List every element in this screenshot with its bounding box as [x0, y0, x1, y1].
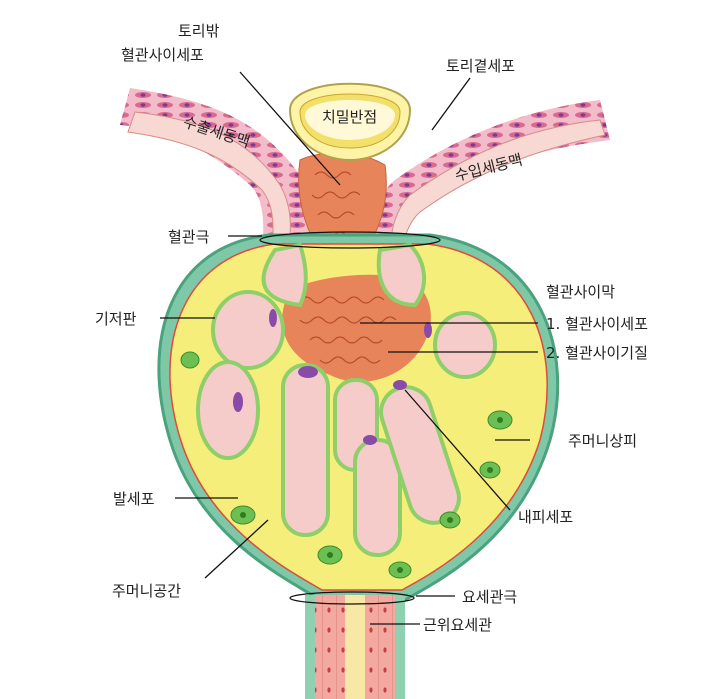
capsule-epithelium-label: 주머니상피 — [568, 432, 637, 450]
basement-membrane-label: 기저판 — [95, 310, 137, 328]
vascular-pole-ring — [259, 231, 441, 249]
extraglomerular-label-line2: 혈관사이세포 — [121, 46, 204, 64]
podocyte-nuclei — [240, 417, 503, 573]
podocyte-label: 발세포 — [113, 490, 155, 508]
juxtaglomerular-label: 토리곁세포 — [446, 57, 515, 75]
endothelial-label: 내피세포 — [518, 508, 573, 526]
urinary-pole-label: 요세관극 — [462, 588, 517, 606]
capillary-loops — [196, 242, 497, 557]
macula-densa — [288, 82, 412, 162]
mesangial-cell-label: 1. 혈관사이세포 — [546, 315, 648, 333]
endothelial-nuclei — [233, 309, 432, 445]
capsular-space-label: 주머니공간 — [112, 582, 181, 600]
podocytes — [180, 351, 513, 579]
leader-lines — [160, 71, 538, 625]
proximal-tubule — [305, 595, 405, 699]
mesangial-matrix-label: 2. 혈관사이기질 — [546, 344, 648, 362]
macula-densa-label: 치밀반점 — [322, 108, 377, 126]
extraglomerular-label-line1: 토리밖 — [178, 22, 220, 40]
mesangium-title-label: 혈관사이막 — [546, 283, 615, 301]
vascular-pole-label: 혈관극 — [168, 228, 210, 246]
proximal-tubule-label: 근위요세관 — [423, 616, 492, 634]
urinary-pole-ring — [289, 591, 415, 605]
